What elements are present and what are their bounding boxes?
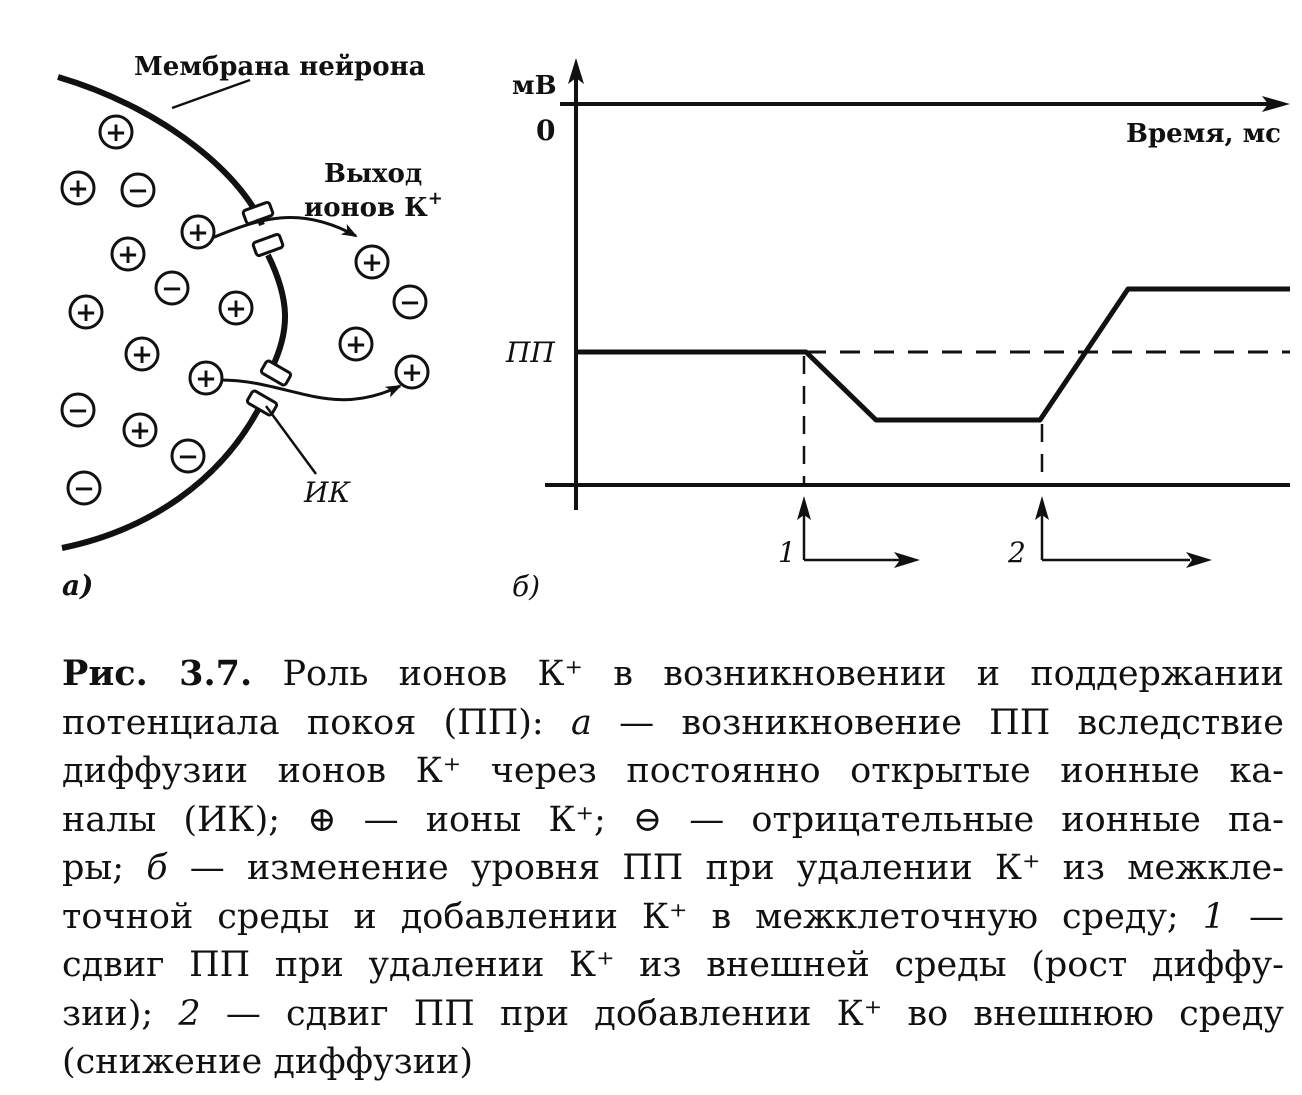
membrane-arc-lower bbox=[61, 408, 261, 551]
potassium-ion-icon: + bbox=[394, 354, 430, 390]
membrane-label: Мембрана нейрона bbox=[134, 52, 426, 82]
caption-line-5-rest: — изменение уровня ПП при удалении К⁺ из… bbox=[167, 848, 1284, 888]
event-1-label: 1 bbox=[778, 536, 796, 569]
potassium-ion-icon: + bbox=[110, 236, 146, 272]
potassium-ion-icon: + bbox=[354, 244, 390, 280]
x-axis-label: Время, мс bbox=[1126, 119, 1281, 149]
svg-text:+: + bbox=[225, 294, 247, 324]
ion-flow-arrow-upper bbox=[211, 216, 358, 240]
ions-group: ++−++−++++−+−−+−++ bbox=[60, 114, 430, 506]
caption-line-5: ры; б — изменение уровня ПП при удалении… bbox=[62, 844, 1284, 893]
potassium-ion-icon: + bbox=[180, 214, 216, 250]
channel-leader-line bbox=[264, 405, 318, 475]
svg-text:+: + bbox=[67, 174, 89, 204]
caption-fig-number: Рис. 3.7. bbox=[62, 653, 253, 694]
caption-line-8-rest: — сдвиг ПП при добавлении К⁺ во внешнюю … bbox=[200, 993, 1284, 1034]
ion-flow-arrow-lower bbox=[219, 378, 402, 402]
event-1-marker: 1 bbox=[778, 496, 920, 569]
panel-a-letter: а) bbox=[62, 569, 93, 602]
event-2-marker: 2 bbox=[1007, 496, 1212, 569]
channel-label: ИК bbox=[303, 476, 351, 509]
caption-line-3: диффузии ионов К⁺ через постоянно открыт… bbox=[62, 751, 1284, 791]
exit-label-line2: ионов К+ bbox=[304, 188, 443, 223]
caption-line-6-rest: — bbox=[1224, 896, 1284, 937]
panel-b-letter: б) bbox=[512, 570, 540, 603]
potassium-ion-icon: + bbox=[338, 326, 374, 362]
panel-b: мВ 0 Время, мс ПП 1 2 б) bbox=[505, 58, 1290, 603]
svg-text:−: − bbox=[127, 176, 149, 206]
caption-line-8-italic: 2 bbox=[178, 993, 201, 1034]
svg-text:+: + bbox=[361, 248, 383, 278]
negative-ion-icon: − bbox=[154, 270, 190, 306]
potassium-ion-icon: + bbox=[98, 114, 134, 150]
svg-text:+: + bbox=[401, 358, 423, 388]
svg-text:+: + bbox=[117, 240, 139, 270]
caption-line-2: потенциала покоя (ПП): а — возникновение… bbox=[62, 699, 1284, 748]
rest-level-label: ПП bbox=[505, 336, 555, 369]
figure-caption: Рис. 3.7. Роль ионов К⁺ в возникновении … bbox=[62, 650, 1284, 1087]
negative-ion-icon: − bbox=[120, 172, 156, 208]
potential-trace bbox=[576, 286, 1290, 423]
caption-line-1-text: Роль ионов К⁺ в возникновении и поддержа… bbox=[252, 654, 1284, 694]
potassium-ion-icon: + bbox=[60, 170, 96, 206]
potassium-ion-icon: + bbox=[218, 290, 254, 326]
caption-line-8: зии); 2 — сдвиг ПП при добавлении К⁺ во … bbox=[62, 990, 1284, 1039]
x-axis-arrowhead bbox=[1262, 96, 1290, 112]
svg-text:−: − bbox=[73, 474, 95, 504]
negative-ion-icon: − bbox=[170, 438, 206, 474]
caption-line-6: точной среды и добавлении К⁺ в межклеточ… bbox=[62, 893, 1284, 942]
exit-label-line1: Выход bbox=[324, 159, 422, 189]
potassium-ion-icon: + bbox=[124, 336, 160, 372]
caption-line-6-italic: 1 bbox=[1202, 896, 1225, 937]
ion-channel-lower bbox=[245, 359, 293, 417]
caption-line-9: (снижение диффузии) bbox=[62, 1042, 473, 1082]
svg-text:+: + bbox=[105, 118, 127, 148]
potassium-ion-icon: + bbox=[68, 294, 104, 330]
negative-ion-icon: − bbox=[60, 392, 96, 428]
svg-text:+: + bbox=[75, 298, 97, 328]
figure: Мембрана нейрона Выход ионов К+ ИК ++−++… bbox=[57, 52, 1290, 603]
caption-line-2-rest: — возникновение ПП вследствие bbox=[591, 702, 1284, 743]
svg-text:−: − bbox=[161, 274, 183, 304]
svg-text:+: + bbox=[345, 330, 367, 360]
negative-ion-icon: − bbox=[392, 284, 428, 320]
caption-line-5-italic: б bbox=[146, 848, 168, 888]
caption-line-8-text: зии); bbox=[62, 993, 179, 1034]
svg-text:+: + bbox=[187, 218, 209, 248]
membrane-arc-middle bbox=[265, 253, 288, 370]
caption-line-2-text: потенциала покоя (ПП): bbox=[62, 702, 571, 743]
svg-text:+: + bbox=[129, 416, 151, 446]
event-2-label: 2 bbox=[1007, 536, 1026, 569]
svg-text:−: − bbox=[67, 396, 89, 426]
ion-channel-upper bbox=[241, 200, 285, 258]
caption-line-4: налы (ИК); ⊕ — ионы К⁺; ⊖ — отрицательны… bbox=[62, 799, 1284, 840]
svg-text:−: − bbox=[399, 288, 421, 318]
zero-label: 0 bbox=[536, 114, 555, 147]
panel-a: Мембрана нейрона Выход ионов К+ ИК ++−++… bbox=[57, 52, 443, 602]
svg-text:+: + bbox=[131, 340, 153, 370]
svg-text:−: − bbox=[177, 442, 199, 472]
caption-line-2-italic: а bbox=[570, 702, 592, 743]
caption-line-7: сдвиг ПП при удалении К⁺ из внешней сред… bbox=[62, 945, 1284, 985]
y-unit-label: мВ bbox=[512, 71, 557, 101]
y-axis-arrowhead bbox=[568, 58, 584, 84]
negative-ion-icon: − bbox=[66, 470, 102, 506]
caption-line-1: Рис. 3.7. Роль ионов К⁺ в возникновении … bbox=[62, 650, 1284, 699]
membrane-leader-line bbox=[171, 78, 251, 110]
potassium-ion-icon: + bbox=[122, 412, 158, 448]
caption-line-6-text: точной среды и добавлении К⁺ в межклеточ… bbox=[62, 896, 1203, 937]
caption-line-5-text: ры; bbox=[62, 848, 147, 888]
svg-text:+: + bbox=[195, 364, 217, 394]
potassium-ion-icon: + bbox=[188, 360, 224, 396]
